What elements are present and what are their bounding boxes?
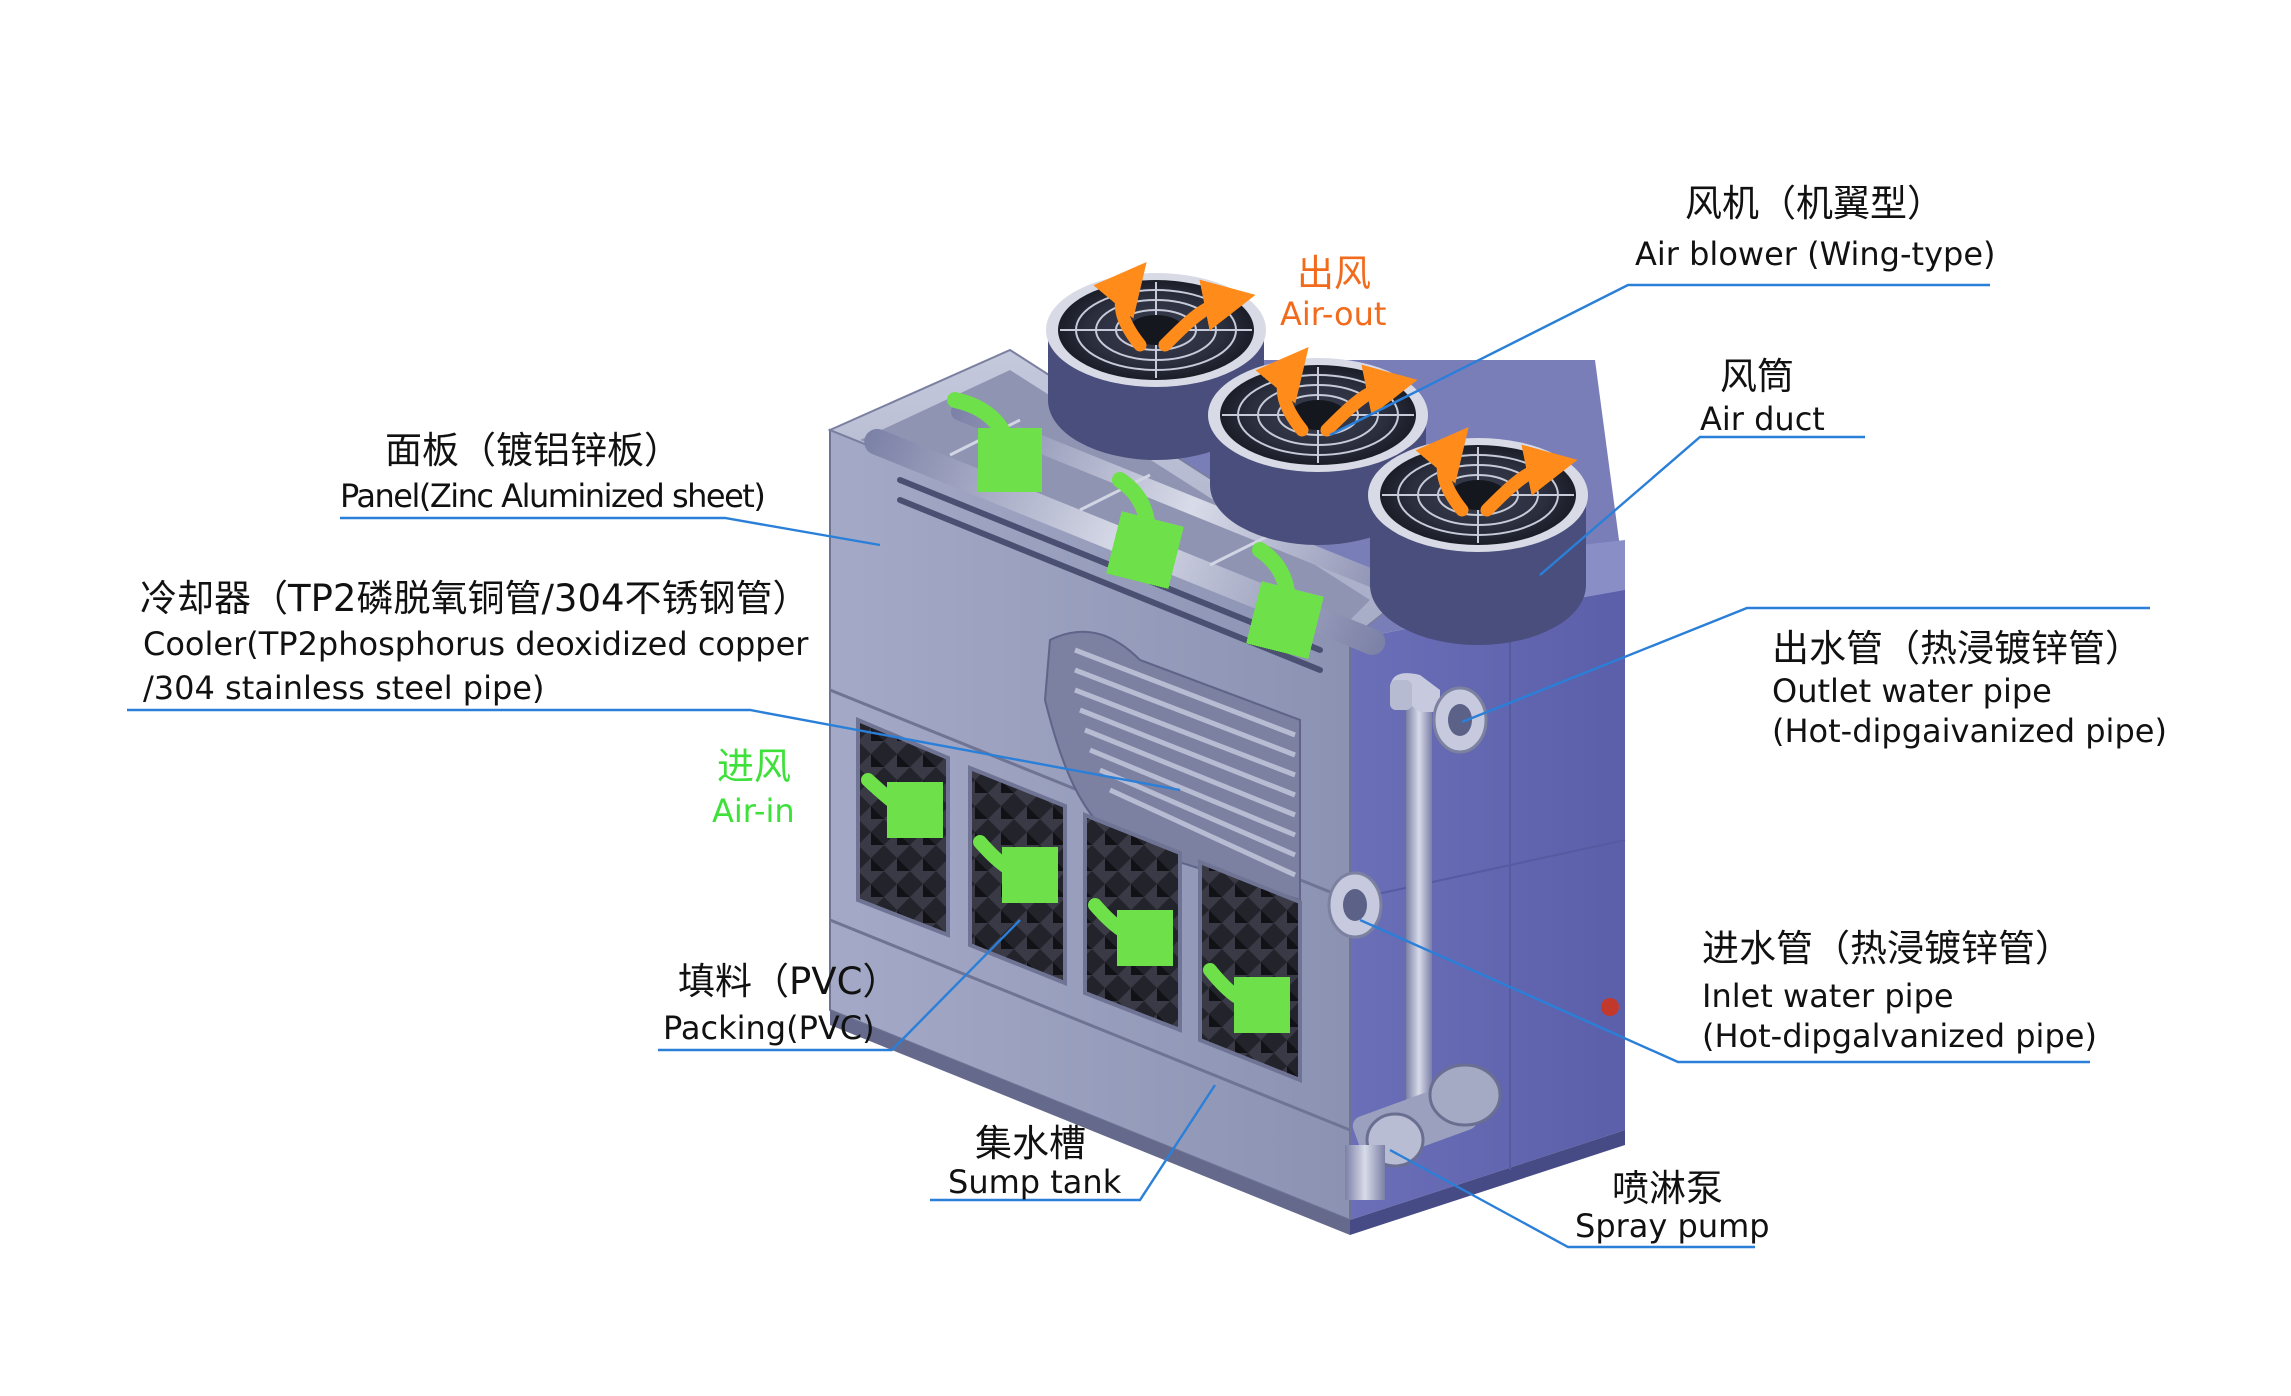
packing-label-zh: 填料（PVC） [678,960,900,1003]
air-out-label-zh: 出风 [1297,252,1371,295]
cooler-label-en-line1: Cooler(TP2phosphorus deoxidized copper [143,625,809,663]
outlet-pipe-label-en-line2: (Hot-dipgaivanized pipe) [1772,712,2167,750]
sump-tank-label-en: Sump tank [948,1163,1122,1201]
air-duct-label-zh: 风筒 [1720,355,1794,398]
air-out-arrows [1093,262,1578,517]
outlet-pipe-label-zh: 出水管（热浸镀锌管） [1772,627,2142,670]
air-out-label-en: Air-out [1280,295,1387,333]
spray-pump-label-zh: 喷淋泵 [1612,1167,1723,1210]
air-duct-label-en: Air duct [1700,400,1825,438]
panel-label-en: Panel(Zinc Aluminized sheet) [340,477,766,515]
inlet-pipe-label-en-line1: Inlet water pipe [1702,977,1954,1015]
air-in-label-en: Air-in [712,792,795,830]
leader-lines [127,283,2150,1249]
inlet-pipe-label-en-line2: (Hot-dipgalvanized pipe) [1702,1017,2097,1055]
pump-body [1345,1063,1502,1200]
inlet-pipe-label-zh: 进水管（热浸镀锌管） [1702,927,2072,970]
air-in-label-zh: 进风 [717,745,791,788]
packing-label-en: Packing(PVC) [663,1009,875,1047]
air-blower-label-zh: 风机（机翼型） [1685,182,1944,225]
panel-label-zh: 面板（镀铝锌板） [385,429,681,472]
cooler-label-en-line2: /304 stainless steel pipe) [143,669,545,707]
water-flow-arrows [947,392,1287,620]
water-piping [1327,673,1619,1200]
spray-pump-label-en: Spray pump [1575,1207,1770,1245]
air-blower-label-en: Air blower (Wing-type) [1635,235,1996,273]
sump-tank-label-zh: 集水槽 [975,1122,1086,1165]
outlet-pipe-label-en-line1: Outlet water pipe [1772,672,2052,710]
air-in-arrows [861,773,1262,1005]
cooler-label-zh: 冷却器（TP2磷脱氧铜管/304不锈钢管） [140,577,810,620]
